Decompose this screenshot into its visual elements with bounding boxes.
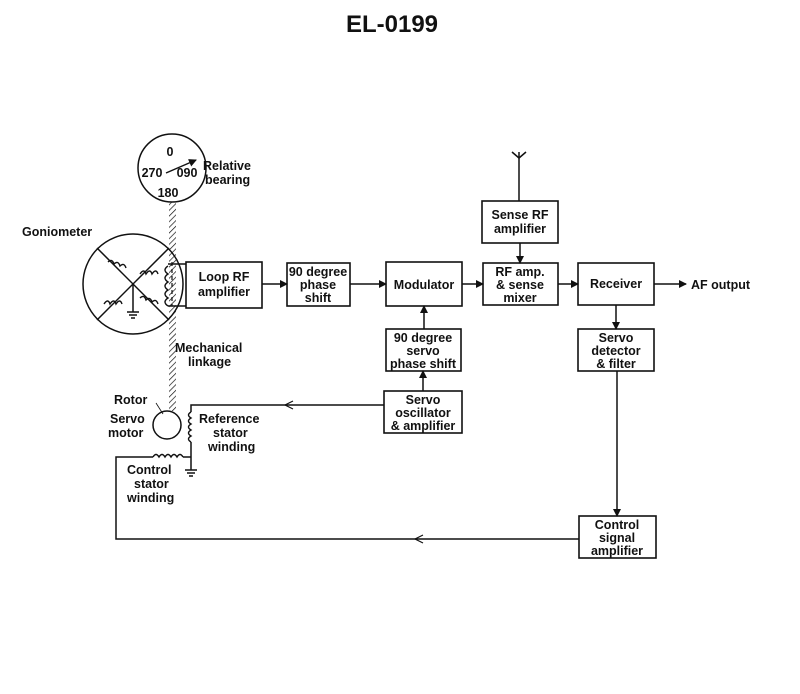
svg-text:amplifier: amplifier — [198, 285, 250, 299]
wire-control-amp-to-control-stator — [115, 456, 579, 540]
svg-text:Servo: Servo — [599, 331, 634, 345]
block-rf-amp-sense-mixer: RF amp. & sense mixer — [482, 262, 559, 306]
arrow-left-icon — [283, 400, 294, 410]
block-loop-rf-amplifier: Loop RF amplifier — [185, 261, 263, 309]
block-modulator: Modulator — [385, 261, 463, 307]
svg-text:Loop RF: Loop RF — [199, 270, 250, 284]
arrow-left-icon — [413, 534, 424, 544]
relative-bearing-dial: 0 090 180 270 — [137, 133, 207, 203]
svg-text:phase shift: phase shift — [390, 357, 457, 371]
svg-text:signal: signal — [599, 531, 635, 545]
reference-stator-label-3: winding — [207, 440, 255, 454]
diagram-title: EL-0199 — [346, 11, 438, 38]
goniometer-label: Goniometer — [22, 225, 92, 239]
block-servo-detector: Servo detector & filter — [577, 328, 655, 372]
svg-text:phase: phase — [300, 278, 336, 292]
svg-text:amplifier: amplifier — [591, 544, 643, 558]
goniometer-icon — [82, 233, 184, 335]
reference-stator-label-1: Reference — [199, 412, 259, 426]
svg-text:90 degree: 90 degree — [289, 265, 347, 279]
relative-bearing-label-2: bearing — [205, 173, 250, 187]
dial-mark-0: 0 — [167, 145, 174, 159]
dial-mark-180: 180 — [158, 186, 179, 200]
control-stator-label-3: winding — [126, 491, 174, 505]
servo-motor-icon — [152, 402, 197, 477]
svg-text:& filter: & filter — [596, 357, 636, 371]
svg-text:90 degree: 90 degree — [394, 331, 452, 345]
svg-text:& sense: & sense — [496, 278, 544, 292]
block-90-degree-phase-shift: 90 degree phase shift — [286, 262, 351, 307]
relative-bearing-label-1: Relative — [203, 159, 251, 173]
antenna-icon — [511, 151, 527, 201]
svg-text:mixer: mixer — [503, 291, 536, 305]
control-stator-label-1: Control — [127, 463, 171, 477]
svg-text:amplifier: amplifier — [494, 222, 546, 236]
servo-motor-label-2: motor — [108, 426, 144, 440]
wire-oscillator-to-reference-stator — [190, 404, 384, 412]
svg-text:Servo: Servo — [406, 393, 441, 407]
mechanical-linkage-label-1: Mechanical — [175, 341, 242, 355]
mechanical-linkage-label-2: linkage — [188, 355, 231, 369]
svg-text:RF amp.: RF amp. — [495, 265, 544, 279]
servo-motor-label-1: Servo — [110, 412, 145, 426]
control-stator-label-2: stator — [134, 477, 169, 491]
mechanical-linkage-shaft — [169, 196, 176, 411]
reference-stator-label-2: stator — [213, 426, 248, 440]
block-servo-oscillator: Servo oscillator & amplifier — [383, 390, 463, 434]
block-control-signal-amplifier: Control signal amplifier — [578, 515, 657, 559]
af-output-label: AF output — [691, 278, 751, 292]
svg-text:servo: servo — [406, 344, 440, 358]
block-servo-phase-shift: 90 degree servo phase shift — [385, 328, 462, 372]
dial-mark-270: 270 — [142, 166, 163, 180]
dial-mark-090: 090 — [177, 166, 198, 180]
svg-text:& amplifier: & amplifier — [391, 419, 456, 433]
svg-text:oscillator: oscillator — [395, 406, 451, 420]
svg-text:Modulator: Modulator — [394, 278, 455, 292]
svg-text:Control: Control — [595, 518, 639, 532]
svg-text:detector: detector — [591, 344, 640, 358]
rotor-label: Rotor — [114, 393, 147, 407]
svg-text:Sense RF: Sense RF — [492, 208, 549, 222]
block-sense-rf-amplifier: Sense RF amplifier — [481, 200, 559, 244]
svg-text:Receiver: Receiver — [590, 277, 642, 291]
svg-text:shift: shift — [305, 291, 332, 305]
block-receiver: Receiver — [577, 262, 655, 306]
dial-pointer-icon — [165, 159, 197, 174]
